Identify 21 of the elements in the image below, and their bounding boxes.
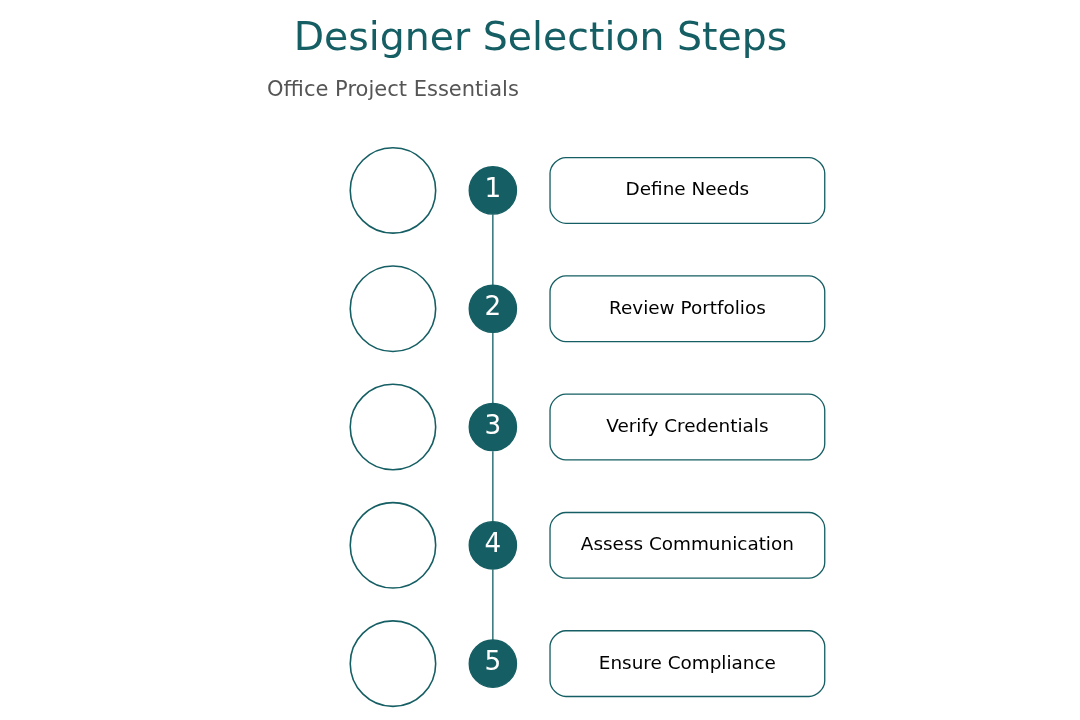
- node-circle: 3: [468, 402, 517, 452]
- connector: [491, 213, 493, 286]
- connector: [491, 450, 493, 523]
- node-circle: [348, 265, 436, 353]
- label: Office Project Essentials: [266, 76, 519, 102]
- node-circle: 1: [468, 166, 517, 215]
- node-circle: 4: [468, 521, 517, 570]
- node-box: Review Portfolios: [548, 275, 825, 343]
- node-circle: [348, 620, 436, 708]
- node-circle: 5: [468, 639, 517, 688]
- node-box: Assess Communication: [548, 511, 825, 579]
- node-box: Define Needs: [548, 156, 825, 224]
- connector: [491, 568, 493, 641]
- node-box: Ensure Compliance: [548, 630, 825, 698]
- node-circle: [348, 383, 436, 471]
- diagram-title: Designer Selection Steps: [293, 13, 787, 60]
- node-circle: [348, 501, 436, 589]
- node-circle: 2: [468, 284, 517, 334]
- node-circle: [348, 146, 436, 234]
- connector: [491, 332, 493, 404]
- node-box: Verify Credentials: [548, 393, 825, 461]
